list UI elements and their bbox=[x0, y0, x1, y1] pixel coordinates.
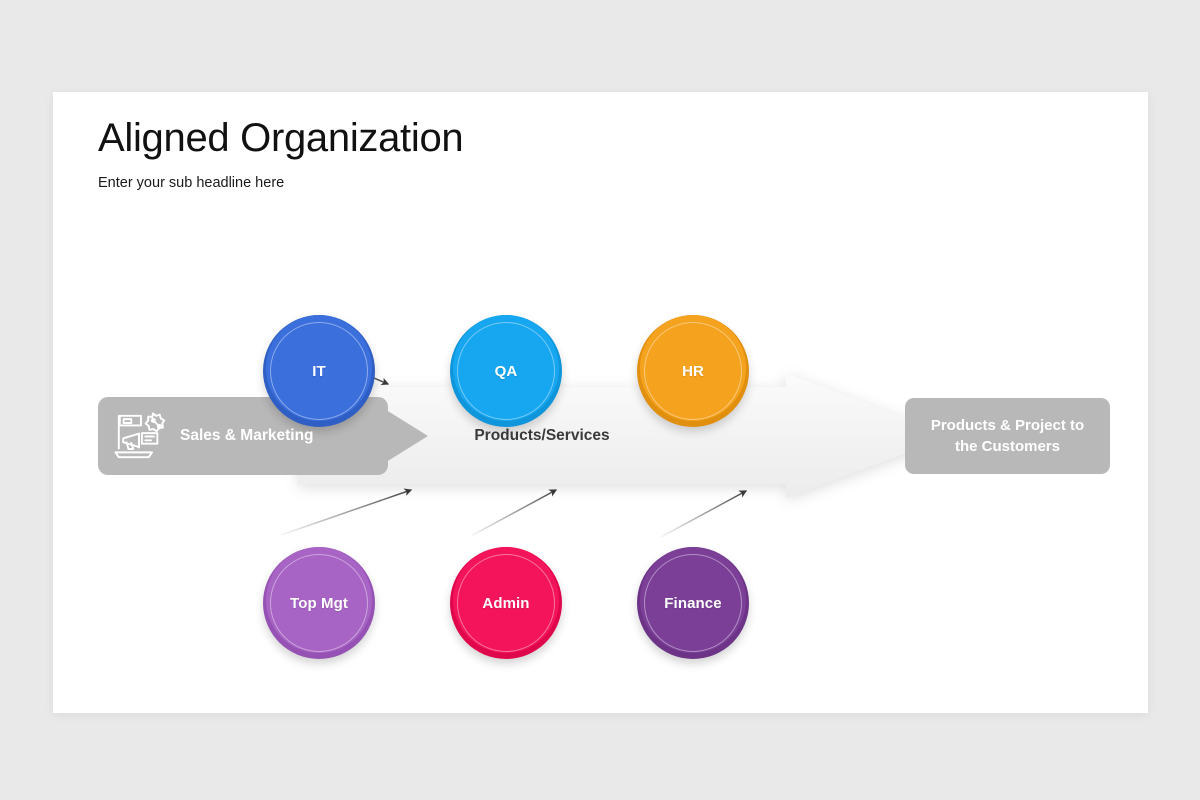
node-qa[interactable]: QA bbox=[450, 315, 562, 427]
outcome-products-project-box[interactable]: Products & Project to the Customers bbox=[905, 398, 1110, 474]
flow-arrow-label: Products/Services bbox=[474, 426, 610, 444]
page-subtitle: Enter your sub headline here bbox=[98, 175, 285, 191]
node-hr-label: HR bbox=[682, 362, 704, 380]
node-qa-label: QA bbox=[494, 362, 518, 380]
sales-marketing-label: Sales & Marketing bbox=[180, 427, 314, 444]
organization-flow-diagram: Products/Services bbox=[53, 92, 1148, 713]
node-finance[interactable]: Finance bbox=[637, 547, 749, 659]
outcome-label-line1: Products & Project to bbox=[930, 416, 1085, 434]
node-it-label: IT bbox=[312, 362, 326, 380]
marketing-megaphone-discount-icon bbox=[114, 412, 166, 459]
node-admin-label: Admin bbox=[482, 594, 530, 612]
outcome-label-line2: the Customers bbox=[954, 438, 1060, 455]
slide-canvas: Aligned Organization Enter your sub head… bbox=[53, 92, 1148, 713]
node-admin[interactable]: Admin bbox=[450, 547, 562, 659]
node-hr[interactable]: HR bbox=[637, 315, 749, 427]
page-title: Aligned Organization bbox=[98, 116, 464, 160]
node-top-mgt[interactable]: Top Mgt bbox=[263, 547, 375, 659]
node-finance-label: Finance bbox=[664, 594, 722, 612]
node-top-mgt-label: Top Mgt bbox=[290, 594, 348, 612]
outcome-label: Products & Project to the Customers bbox=[931, 415, 1084, 458]
sales-block-chevron-point bbox=[365, 397, 428, 475]
sales-marketing-block[interactable]: Sales & Marketing bbox=[98, 397, 428, 475]
